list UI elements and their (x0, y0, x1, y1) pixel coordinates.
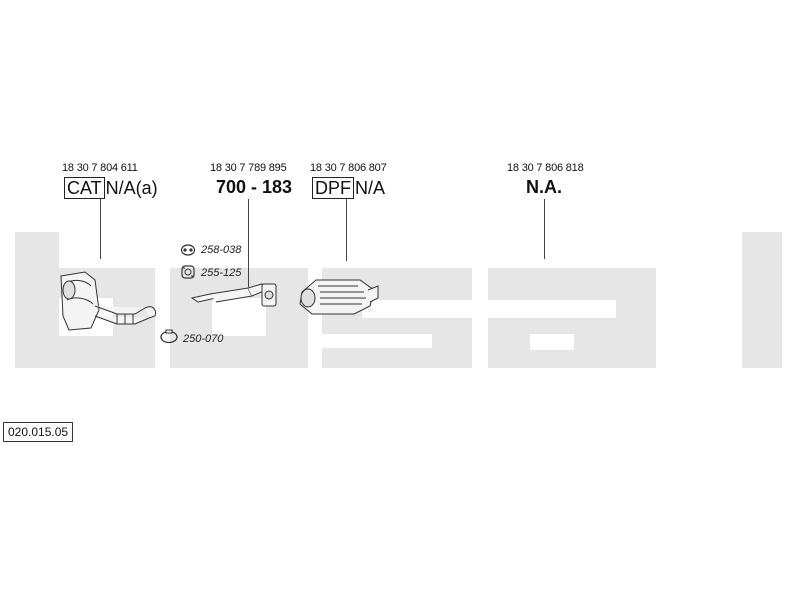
diagram-code-label: 020.015.05 (3, 422, 74, 442)
dpf-tag: DPF (312, 177, 354, 199)
rubber-mount-icon (180, 244, 196, 256)
part-label-1[interactable]: CAT N/A(a) (64, 177, 158, 199)
oem-number-4: 18 30 7 806 818 (507, 162, 584, 174)
oem-number-3: 18 30 7 806 807 (310, 162, 387, 174)
oem-number-1: 18 30 7 804 611 (62, 162, 138, 174)
catalytic-converter-drawing (60, 271, 156, 331)
accessory-number-1[interactable]: 258-038 (201, 244, 242, 256)
cat-tag: CAT (64, 177, 105, 199)
part-number-4[interactable]: N.A. (526, 177, 562, 197)
part-label-3[interactable]: DPF N/A (312, 177, 385, 199)
middle-pipe-drawing (190, 283, 277, 307)
leader-line-4 (544, 199, 545, 259)
accessory-number-2[interactable]: 255-125 (201, 267, 242, 279)
leader-line-3 (346, 199, 347, 261)
part-number-3: N/A (355, 178, 386, 198)
leader-line-2 (248, 199, 249, 287)
clamp-icon (160, 329, 178, 344)
leader-line-1 (100, 199, 101, 259)
accessory-number-3[interactable]: 250-070 (183, 333, 224, 345)
part-number-2[interactable]: 700 - 183 (216, 177, 293, 197)
oem-number-2: 18 30 7 789 895 (210, 162, 287, 174)
part-number-1: N/A(a) (105, 178, 158, 198)
gasket-icon (181, 265, 195, 279)
dpf-drawing (299, 279, 379, 315)
